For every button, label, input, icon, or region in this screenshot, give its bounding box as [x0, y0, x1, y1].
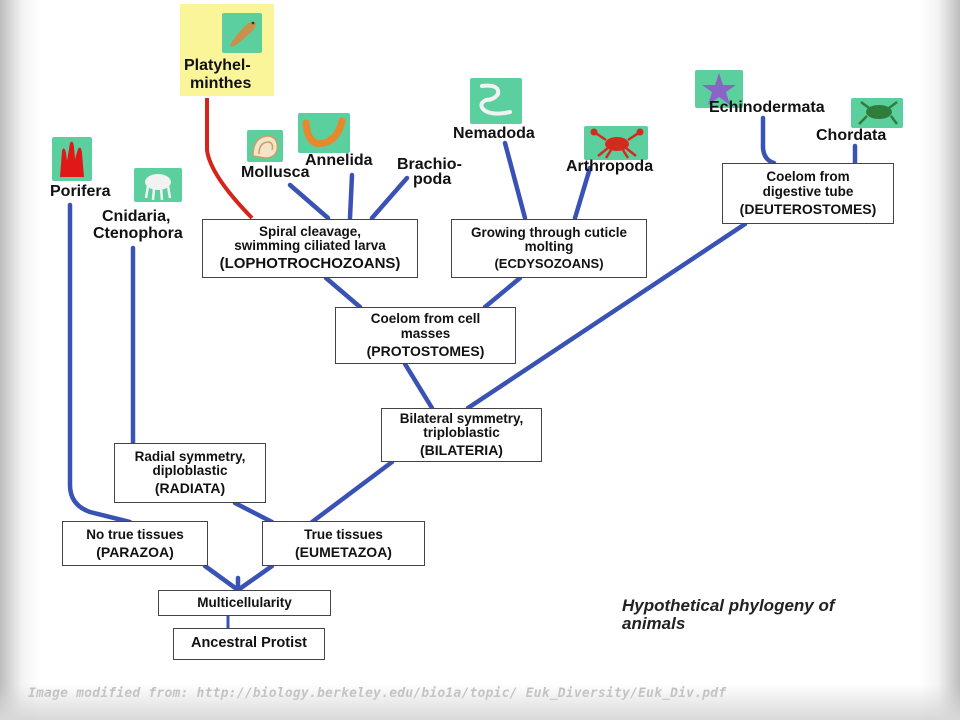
box-ancestral-protist: Ancestral Protist — [173, 628, 325, 660]
box-eumetazoa-line1: True tissues — [304, 526, 383, 542]
box-ecdysozoans: Growing through cuticle molting (ECDYSOZ… — [451, 219, 647, 278]
branch-eumetazoa-root — [235, 563, 275, 593]
box-ecdysozoans-group: (ECDYSOZOANS) — [494, 256, 604, 272]
label-ctenophora: Ctenophora — [93, 225, 183, 242]
jellyfish-icon — [134, 168, 182, 202]
label-poda: poda — [413, 171, 452, 188]
label-minthes: minthes — [190, 75, 252, 92]
label-platyhel: Platyhel- — [184, 57, 251, 74]
branch-bilateria-deuterostomes — [465, 221, 748, 411]
box-multicellularity: Multicellularity — [158, 590, 331, 616]
box-bilateria-line1: Bilateral symmetry, — [399, 410, 524, 426]
box-ecdysozoans-line1: Growing through cuticle — [471, 225, 627, 240]
box-protostomes: Coelom from cell masses (PROTOSTOMES) — [335, 307, 516, 364]
branch-protostomes-lopho — [323, 275, 363, 310]
box-lophotrochozoans-group: (LOPHOTROCHOZOANS) — [219, 255, 401, 273]
box-deuterostomes-line2: digestive tube — [762, 183, 854, 199]
branch-nemadoda — [502, 140, 528, 221]
worm-icon — [298, 113, 350, 153]
flatworm-icon — [222, 13, 262, 53]
box-eumetazoa: True tissues (EUMETAZOA) — [262, 521, 425, 566]
box-protostomes-line1: Coelom from cell — [370, 311, 481, 327]
box-deuterostomes: Coelom from digestive tube (DEUTEROSTOME… — [722, 163, 894, 224]
box-radiata: Radial symmetry, diploblastic (RADIATA) — [114, 443, 266, 503]
box-protostomes-group: (PROTOSTOMES) — [366, 342, 485, 359]
branch-bilateria-protostomes — [402, 361, 435, 411]
crab-icon — [584, 126, 648, 160]
box-radiata-line1: Radial symmetry, — [134, 448, 246, 464]
nematode-icon — [470, 78, 522, 124]
box-protostomes-line2: masses — [400, 325, 451, 341]
frog-icon — [851, 98, 903, 128]
box-lophotrochozoans: Spiral cleavage, swimming ciliated larva… — [202, 219, 418, 278]
caption-line1: Hypothetical phylogeny of — [622, 596, 835, 615]
box-lophotrochozoans-line2: swimming ciliated larva — [234, 238, 386, 254]
branch-annelida — [347, 172, 355, 221]
label-cnidaria: Cnidaria, — [102, 208, 171, 225]
image-credit: Image modified from: http://biology.berk… — [28, 686, 727, 701]
label-echinodermata: Echinodermata — [709, 99, 825, 116]
branch-radiata-eumetazoa — [232, 500, 275, 525]
branch-porifera — [67, 202, 133, 525]
box-bilateria-group: (BILATERIA) — [420, 442, 503, 459]
box-radiata-group: (RADIATA) — [154, 480, 226, 497]
box-radiata-line2: diploblastic — [152, 463, 228, 479]
label-annelida: Annelida — [305, 152, 373, 169]
caption-line2: animals — [622, 614, 686, 634]
branch-mollusca — [287, 182, 331, 221]
sponge-icon — [52, 137, 92, 181]
branch-protostomes-ecdy — [482, 275, 523, 310]
box-multicellularity-label: Multicellularity — [197, 594, 292, 610]
branch-brachiopoda — [369, 175, 410, 221]
label-brachio: Brachio- — [397, 156, 462, 173]
starfish-icon — [695, 70, 743, 108]
box-deuterostomes-line1: Coelom from — [766, 169, 850, 185]
diagram-caption: Hypothetical phylogeny of animals — [622, 596, 835, 634]
box-lophotrochozoans-line1: Spiral cleavage, — [258, 223, 362, 239]
box-parazoa-group: (PARAZOA) — [96, 543, 174, 560]
label-porifera: Porifera — [50, 183, 111, 200]
box-bilateria: Bilateral symmetry, triploblastic (BILAT… — [381, 408, 542, 462]
box-parazoa-line1: No true tissues — [86, 526, 184, 542]
box-ancestral-protist-label: Ancestral Protist — [190, 635, 308, 652]
snail-shell-icon — [247, 130, 283, 162]
branch-platyhelminthes — [205, 98, 254, 220]
label-mollusca: Mollusca — [241, 164, 310, 181]
box-deuterostomes-group: (DEUTEROSTOMES) — [739, 200, 877, 217]
label-nemadoda: Nemadoda — [453, 125, 535, 142]
box-bilateria-line2: triploblastic — [423, 425, 500, 441]
branch-eumetazoa-bilateria — [309, 459, 395, 525]
box-eumetazoa-group: (EUMETAZOA) — [295, 543, 392, 560]
box-ecdysozoans-line2: molting — [524, 239, 574, 255]
label-arthropoda: Arthropoda — [566, 158, 654, 175]
branch-echinodermata — [760, 115, 777, 166]
box-parazoa: No true tissues (PARAZOA) — [62, 521, 208, 566]
branch-arthropoda — [572, 165, 593, 221]
branch-parazoa-root — [202, 563, 241, 593]
label-chordata: Chordata — [816, 127, 887, 144]
